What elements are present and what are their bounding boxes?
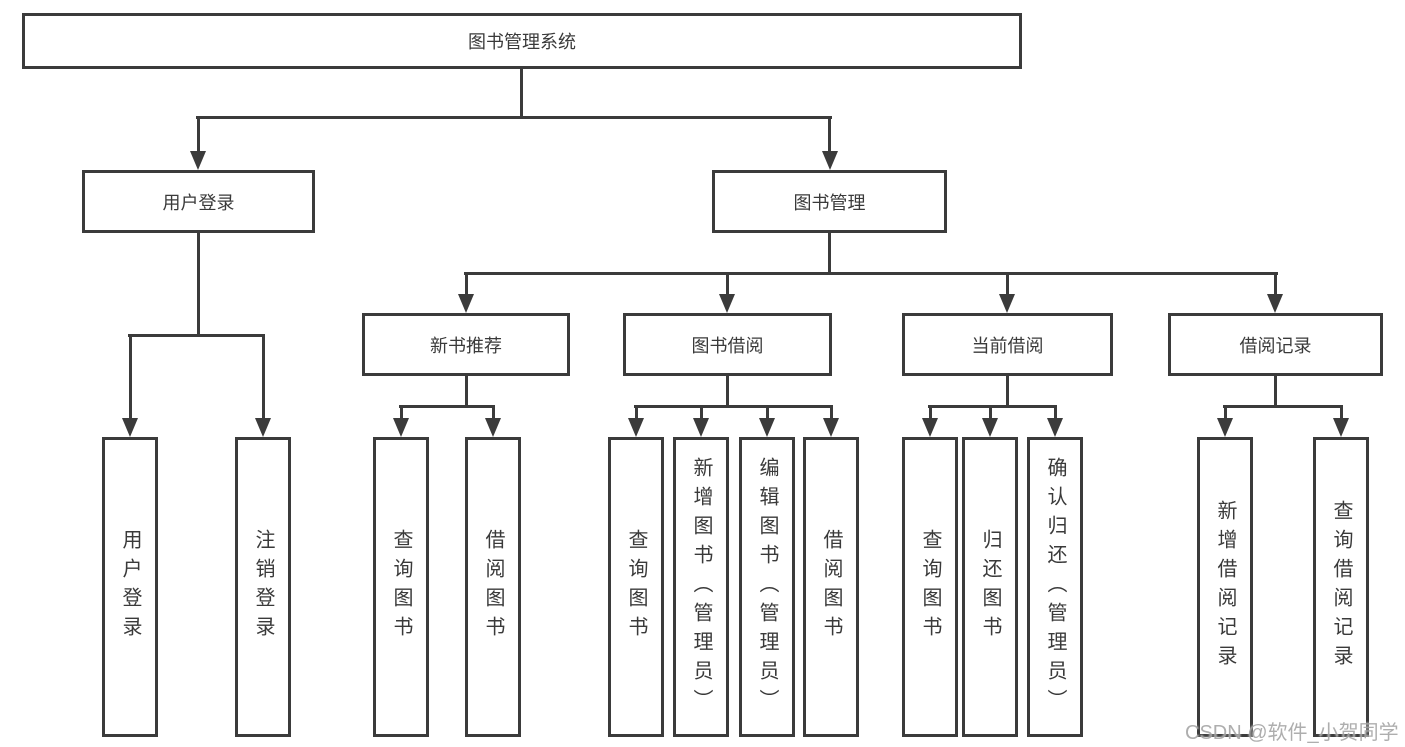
arrow-down-icon — [1333, 418, 1349, 437]
leaf-query-borrow-record: 查询借阅记录 — [1313, 437, 1369, 737]
connector-leaf-stub — [400, 405, 403, 420]
leaf-query-books-current-label: 查询图书 — [919, 529, 941, 645]
leaf-query-books-recommend-label: 查询图书 — [390, 529, 412, 645]
arrow-down-icon — [1217, 418, 1233, 437]
connector-borrow-records-bus — [1223, 405, 1343, 408]
arrow-down-icon — [255, 418, 271, 437]
connector-root-drop — [520, 68, 523, 117]
connector-current-borrowing-bus — [928, 405, 1057, 408]
arrow-down-icon — [393, 418, 409, 437]
leaf-query-books-recommend: 查询图书 — [373, 437, 429, 737]
node-book-borrowing-label: 图书借阅 — [691, 335, 764, 356]
leaf-confirm-return-admin-label: 确认归还（管理员） — [1044, 456, 1066, 718]
connector-leaf-stub — [929, 405, 932, 420]
connector-book-management-stub — [828, 116, 831, 152]
connector-book-borrowing-drop — [726, 376, 729, 407]
connector-leaf-stub — [766, 405, 769, 420]
arrow-down-icon — [982, 418, 998, 437]
connector-leaf-stub — [635, 405, 638, 420]
connector-leaf-stub — [989, 405, 992, 420]
leaf-query-books-borrowing-label: 查询图书 — [625, 529, 647, 645]
leaf-add-books-admin-label: 新增图书（管理员） — [690, 456, 712, 718]
connector-new-book-drop — [465, 376, 468, 407]
connector-book-borrowing-bus — [634, 405, 833, 408]
arrow-down-icon — [822, 151, 838, 170]
connector-level2-bus — [196, 116, 832, 119]
leaf-return-books-label: 归还图书 — [979, 529, 1001, 645]
arrow-down-icon — [485, 418, 501, 437]
node-current-borrowing: 当前借阅 — [902, 313, 1113, 376]
connector-leaf-stub — [129, 334, 132, 420]
arrow-down-icon — [1267, 294, 1283, 313]
arrow-down-icon — [999, 294, 1015, 313]
leaf-edit-books-admin: 编辑图书（管理员） — [739, 437, 795, 737]
leaf-logout: 注销登录 — [235, 437, 291, 737]
node-user-login-label: 用户登录 — [162, 192, 235, 213]
arrow-down-icon — [719, 294, 735, 313]
node-user-login: 用户登录 — [82, 170, 315, 233]
leaf-borrow-books-recommend: 借阅图书 — [465, 437, 521, 737]
arrow-down-icon — [122, 418, 138, 437]
connector-leaf-stub — [700, 405, 703, 420]
node-borrow-records-label: 借阅记录 — [1239, 335, 1312, 356]
arrow-down-icon — [628, 418, 644, 437]
connector-leaf-stub — [492, 405, 495, 420]
leaf-confirm-return-admin: 确认归还（管理员） — [1027, 437, 1083, 737]
connector-new-book-bus — [399, 405, 495, 408]
connector-leaf-stub — [262, 334, 265, 420]
arrow-down-icon — [693, 418, 709, 437]
leaf-borrow-books: 借阅图书 — [803, 437, 859, 737]
leaf-borrow-books-label: 借阅图书 — [820, 529, 842, 645]
arrow-down-icon — [1047, 418, 1063, 437]
connector-leaf-stub — [1054, 405, 1057, 420]
arrow-down-icon — [458, 294, 474, 313]
node-borrow-records: 借阅记录 — [1168, 313, 1383, 376]
arrow-down-icon — [823, 418, 839, 437]
leaf-add-borrow-record-label: 新增借阅记录 — [1214, 500, 1236, 674]
arrow-down-icon — [922, 418, 938, 437]
connector-book-management-drop — [828, 233, 831, 274]
node-book-management: 图书管理 — [712, 170, 947, 233]
leaf-add-borrow-record: 新增借阅记录 — [1197, 437, 1253, 737]
node-root-label: 图书管理系统 — [468, 32, 576, 52]
node-new-book-recommend-label: 新书推荐 — [430, 335, 502, 356]
connector-level3-stub — [1006, 272, 1009, 296]
connector-level3-bus — [464, 272, 1278, 275]
leaf-borrow-books-recommend-label: 借阅图书 — [482, 529, 504, 645]
connector-level3-stub — [1274, 272, 1277, 296]
leaf-return-books: 归还图书 — [962, 437, 1018, 737]
connector-level3-stub — [465, 272, 468, 296]
leaf-query-books-current: 查询图书 — [902, 437, 958, 737]
leaf-user-login-label: 用户登录 — [119, 529, 141, 645]
leaf-user-login: 用户登录 — [102, 437, 158, 737]
leaf-query-borrow-record-label: 查询借阅记录 — [1330, 500, 1352, 674]
connector-current-borrowing-drop — [1006, 376, 1009, 407]
connector-borrow-records-drop — [1274, 376, 1277, 407]
arrow-down-icon — [190, 151, 206, 170]
node-root: 图书管理系统 — [22, 13, 1022, 69]
node-book-borrowing: 图书借阅 — [623, 313, 832, 376]
connector-level3-stub — [726, 272, 729, 296]
leaf-add-books-admin: 新增图书（管理员） — [673, 437, 729, 737]
connector-user-login-bus — [128, 334, 265, 337]
node-new-book-recommend: 新书推荐 — [362, 313, 570, 376]
connector-user-login-stub — [197, 116, 200, 152]
connector-leaf-stub — [1340, 405, 1343, 420]
node-current-borrowing-label: 当前借阅 — [971, 335, 1044, 356]
connector-leaf-stub — [1224, 405, 1227, 420]
connector-user-login-drop — [197, 233, 200, 336]
arrow-down-icon — [759, 418, 775, 437]
connector-leaf-stub — [830, 405, 833, 420]
leaf-query-books-borrowing: 查询图书 — [608, 437, 664, 737]
leaf-edit-books-admin-label: 编辑图书（管理员） — [756, 456, 778, 718]
leaf-logout-label: 注销登录 — [252, 529, 274, 645]
csdn-watermark: CSDN @软件_小贺同学 — [1185, 722, 1399, 744]
node-book-management-label: 图书管理 — [793, 192, 866, 213]
